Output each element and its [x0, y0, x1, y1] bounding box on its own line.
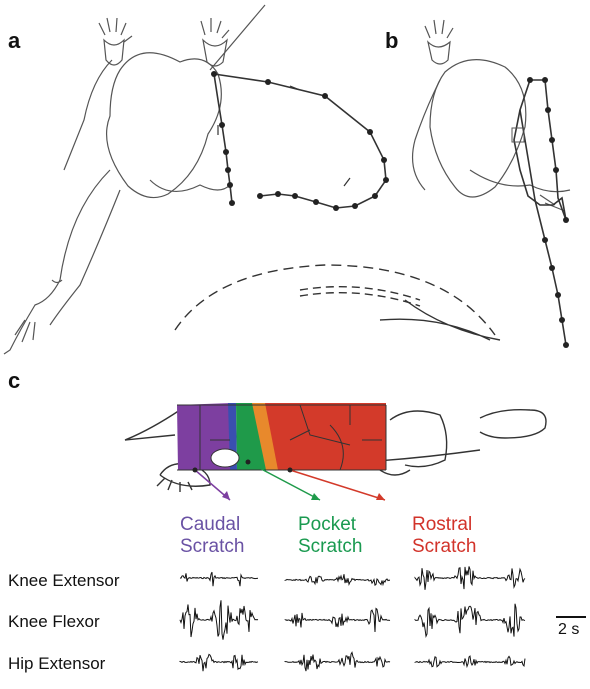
scale-bar-label: 2 s: [558, 621, 579, 639]
